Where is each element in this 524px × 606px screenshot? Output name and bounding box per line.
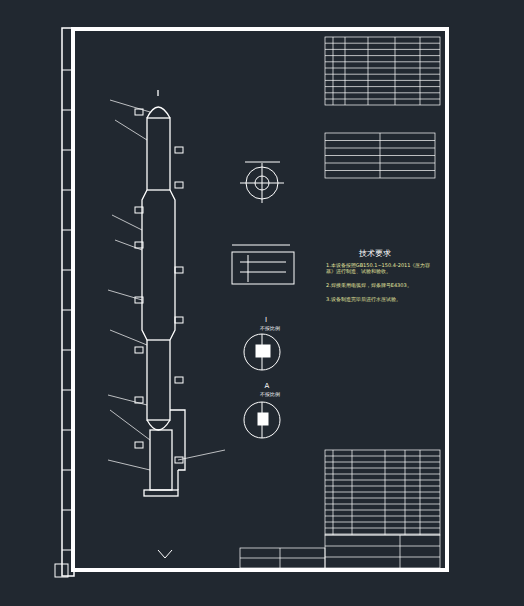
table-rule [325,74,440,75]
strip-tick [62,150,74,151]
table-rule [325,516,440,517]
table-rule [325,61,440,62]
table-rule [325,86,440,87]
section-view [232,245,294,284]
table-rule [325,68,440,69]
leader-lines [108,100,225,470]
table-frame [325,450,440,535]
nozzles [135,109,183,463]
table-rule [325,492,440,493]
table-rule [395,37,396,105]
side-strip [62,28,74,576]
nozzle [135,347,143,353]
note-text: 3.设备制造完毕后进行水压试验。 [326,296,440,302]
table-rule [325,55,440,56]
sheet-frame [73,29,447,570]
table-rule [325,546,440,547]
nozzle [135,442,143,448]
tables [240,37,440,568]
table-rule [325,504,440,505]
corner-box [55,564,68,577]
table-frame [240,548,325,568]
notes-heading: 技术要求 [345,249,405,259]
leader-line [178,450,225,460]
table-rule [325,528,440,529]
detail-label: I [256,316,276,324]
strip-tick [62,510,74,511]
nozzle [175,377,183,383]
strip-tick [62,70,74,71]
nozzle [175,182,183,188]
leader-line [108,395,147,405]
nozzle [135,207,143,213]
leader-line [112,215,142,230]
table-rule [325,474,440,475]
table-rule [368,37,369,105]
table-rule [385,450,386,535]
table-rule [325,522,440,523]
strip-tick [62,550,74,551]
strip-tick [62,430,74,431]
table-rule [325,486,440,487]
detail-label: 不按比例 [245,391,295,397]
detail-i [244,334,280,370]
strip-tick [62,310,74,311]
note-text: 1.本设备按照GB150.1~150.4-2011《压力容器》进行制造、试验和验… [326,262,440,274]
detail-label: A [257,382,277,390]
table-rule [325,462,440,463]
strip-tick [62,110,74,111]
north-mark [158,550,172,558]
strip-tick [62,350,74,351]
leader-line [110,330,147,345]
table-rule [325,510,440,511]
table-rule [325,557,440,558]
leader-line [110,100,150,112]
table-rule [325,534,440,535]
leader-line [108,290,142,300]
table-rule [405,450,406,535]
table-rule [325,92,440,93]
table-rule [400,535,401,568]
table-rule [240,558,325,559]
leader-line [110,410,150,440]
table-frame [325,133,435,178]
table-rule [325,43,440,44]
nozzle [175,317,183,323]
table-rule [325,498,440,499]
strip-tick [62,470,74,471]
table-rule [325,456,440,457]
note-text: 2.焊接采用电弧焊，焊条牌号E4303。 [326,282,440,288]
strip-tick [62,230,74,231]
strip-tick [62,390,74,391]
table-rule [345,37,346,105]
detail-a [244,402,280,438]
table-rule [420,450,421,535]
table-rule [325,480,440,481]
table-frame [325,37,440,105]
leader-line [108,460,150,470]
table-rule [325,49,440,50]
leader-line [115,120,147,140]
strip-tick [62,190,74,191]
strip-tick [62,270,74,271]
table-rule [325,80,440,81]
table-rule [280,548,281,568]
strip-ticks [62,70,74,550]
top-view [240,162,284,203]
table-rule [380,133,381,178]
nozzle [175,267,183,273]
leader-line [115,240,142,250]
nozzle [135,242,143,248]
table-rule [333,37,334,105]
table-rule [325,99,440,100]
detail-label: 不按比例 [245,325,295,331]
table-rule [333,450,334,535]
table-rule [420,37,421,105]
table-rule [325,468,440,469]
distillation-column [142,90,185,496]
nozzle [175,147,183,153]
table-rule [352,450,353,535]
table-frame [325,535,440,568]
